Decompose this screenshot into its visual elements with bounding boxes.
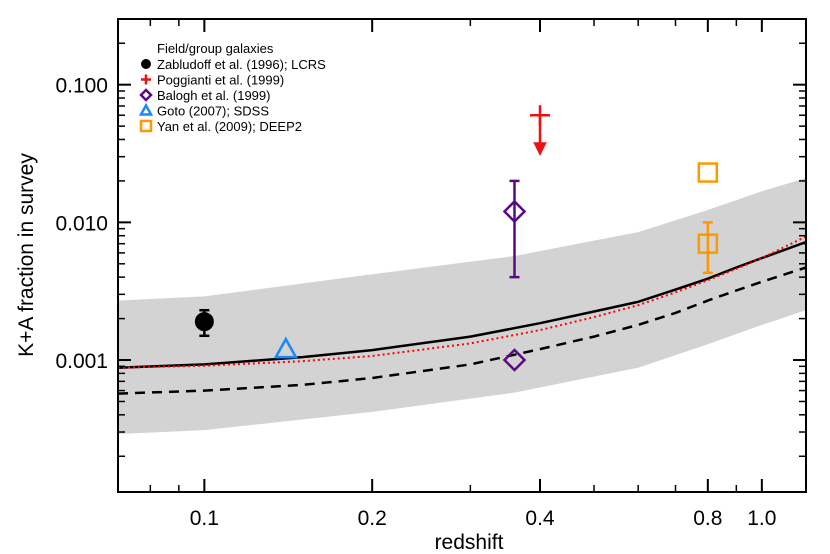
data-point-5 xyxy=(697,233,719,254)
legend: Field/group galaxies Zabludoff et al. (1… xyxy=(138,41,326,134)
legend-entry-label: Zabludoff et al. (1996); LCRS xyxy=(157,57,326,72)
x-tick-label: 0.8 xyxy=(693,507,722,530)
data-point-1 xyxy=(530,105,551,126)
plot-frame xyxy=(117,18,807,493)
x-tick-label: 1.0 xyxy=(747,507,776,530)
y-tick-label: 0.100 xyxy=(55,75,108,98)
data-point-0 xyxy=(194,312,214,332)
y-tick-label: 0.010 xyxy=(55,212,108,235)
legend-entry-label: Poggianti et al. (1999) xyxy=(157,73,284,88)
legend-marker-1 xyxy=(141,74,151,85)
legend-marker-2 xyxy=(139,88,153,102)
data-point-1-limit-arrow xyxy=(533,142,547,156)
data-point-2 xyxy=(502,199,527,224)
uncertainty-band xyxy=(118,178,806,434)
model-line-solid xyxy=(118,240,806,369)
legend-marker-3 xyxy=(138,102,154,116)
legend-title: Field/group galaxies xyxy=(157,41,274,56)
y-tick-label: 0.001 xyxy=(55,350,108,373)
data-point-4 xyxy=(273,336,298,359)
data-points-layer xyxy=(194,105,719,372)
model-line-dashed xyxy=(118,266,806,395)
y-axis-label: K+A fraction in survey xyxy=(15,153,38,357)
axis-ticks-layer: 0.1 0.2 0.4 0.8 1.0 0.001 0.010 0.100 xyxy=(55,19,806,530)
x-tick-label: 0.4 xyxy=(525,507,555,530)
legend-marker-0 xyxy=(141,59,151,69)
x-axis-label: redshift xyxy=(435,531,504,554)
x-tick-label: 0.2 xyxy=(358,507,387,530)
uncertainty-band-layer xyxy=(118,178,806,434)
data-point-6 xyxy=(697,162,719,183)
data-point-3 xyxy=(502,348,527,372)
model-line-dotted xyxy=(118,235,806,369)
legend-entry-label: Yan et al. (2009); DEEP2 xyxy=(157,119,302,134)
legend-entry-label: Balogh et al. (1999) xyxy=(157,88,270,103)
legend-entry-label: Goto (2007); SDSS xyxy=(157,104,269,119)
x-tick-label: 0.1 xyxy=(190,507,219,530)
legend-marker-4 xyxy=(139,119,153,133)
model-lines-layer xyxy=(118,235,806,395)
